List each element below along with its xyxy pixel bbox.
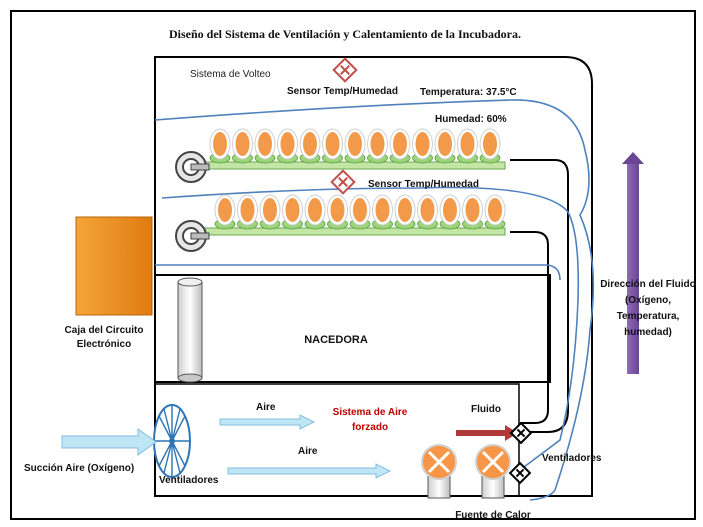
fluid-direction-label-1: Dirección del Fluido bbox=[600, 279, 696, 290]
fluid-label: Fluido bbox=[471, 404, 501, 415]
egg bbox=[465, 198, 480, 222]
air-label-1: Aire bbox=[256, 402, 276, 413]
egg-tray-bottom bbox=[204, 194, 506, 236]
egg bbox=[325, 132, 340, 156]
fan-node-lower bbox=[508, 461, 532, 485]
egg bbox=[330, 198, 345, 222]
egg bbox=[218, 198, 232, 222]
air-intake-label: Succión Aire (Oxígeno) bbox=[24, 463, 134, 474]
diagram-title: Diseño del Sistema de Ventilación y Cale… bbox=[169, 27, 521, 41]
sensor-middle-label: Sensor Temp/Humedad bbox=[368, 179, 479, 190]
air-arrow-lower bbox=[227, 463, 392, 479]
egg bbox=[240, 198, 255, 222]
motor-top bbox=[175, 151, 210, 183]
circuit-box-label-1: Caja del Circuito bbox=[65, 325, 144, 336]
circuit-box bbox=[75, 216, 153, 316]
heater-right bbox=[475, 444, 511, 499]
egg bbox=[488, 198, 502, 222]
fluid-direction-label-4: humedad) bbox=[624, 327, 672, 338]
egg bbox=[263, 198, 277, 222]
egg bbox=[460, 132, 475, 156]
egg bbox=[420, 198, 435, 222]
egg bbox=[213, 132, 227, 156]
forced-air-label-2: forzado bbox=[352, 422, 388, 433]
egg bbox=[348, 132, 362, 156]
fluid-flow-lines bbox=[154, 99, 595, 501]
turning-system-label: Sistema de Volteo bbox=[190, 69, 271, 80]
egg bbox=[398, 198, 412, 222]
air-ducts bbox=[510, 159, 569, 433]
heat-source-label: Fuente de Calor bbox=[455, 510, 531, 521]
fluid-direction-arrow bbox=[622, 152, 644, 374]
hatcher-label: NACEDORA bbox=[304, 334, 368, 346]
outer-frame bbox=[10, 10, 696, 520]
fluid-arrow bbox=[456, 425, 518, 441]
motor-bottom bbox=[175, 220, 210, 252]
fan-node-upper bbox=[509, 421, 533, 445]
sensor-middle-icon bbox=[330, 169, 356, 195]
egg bbox=[443, 198, 457, 222]
egg bbox=[285, 198, 300, 222]
egg bbox=[303, 132, 317, 156]
egg bbox=[375, 198, 390, 222]
fluid-direction-label-3: Temperatura, bbox=[617, 311, 680, 322]
egg bbox=[483, 132, 497, 156]
egg bbox=[370, 132, 385, 156]
sensor-top-label: Sensor Temp/Humedad bbox=[287, 86, 398, 97]
fans-right-label: Ventiladores bbox=[542, 453, 602, 464]
humidity-label: Humedad: 60% bbox=[435, 114, 507, 125]
fan-icon bbox=[153, 404, 191, 478]
egg bbox=[308, 198, 322, 222]
air-intake-arrow bbox=[61, 428, 157, 456]
egg bbox=[280, 132, 295, 156]
egg bbox=[415, 132, 430, 156]
egg bbox=[353, 198, 367, 222]
fans-left-label: Ventiladores bbox=[159, 475, 219, 486]
air-label-2: Aire bbox=[298, 446, 318, 457]
egg bbox=[235, 132, 250, 156]
egg-tray-top bbox=[204, 128, 506, 170]
forced-air-label-1: Sistema de Aire bbox=[333, 407, 408, 418]
eggs-bottom bbox=[214, 194, 506, 230]
egg bbox=[438, 132, 452, 156]
hatcher-box bbox=[154, 274, 551, 383]
air-arrow-upper bbox=[219, 414, 316, 430]
incubator-cabinet bbox=[154, 56, 593, 497]
sensor-top-icon bbox=[332, 57, 358, 83]
eggs-top bbox=[209, 128, 501, 164]
egg bbox=[393, 132, 407, 156]
heater-left bbox=[421, 444, 457, 499]
egg bbox=[258, 132, 272, 156]
column-cylinder bbox=[177, 277, 203, 383]
fluid-direction-label-2: (Oxígeno, bbox=[625, 295, 671, 306]
circuit-box-label-2: Electrónico bbox=[77, 339, 131, 350]
temperature-label: Temperatura: 37.5°C bbox=[420, 87, 517, 98]
